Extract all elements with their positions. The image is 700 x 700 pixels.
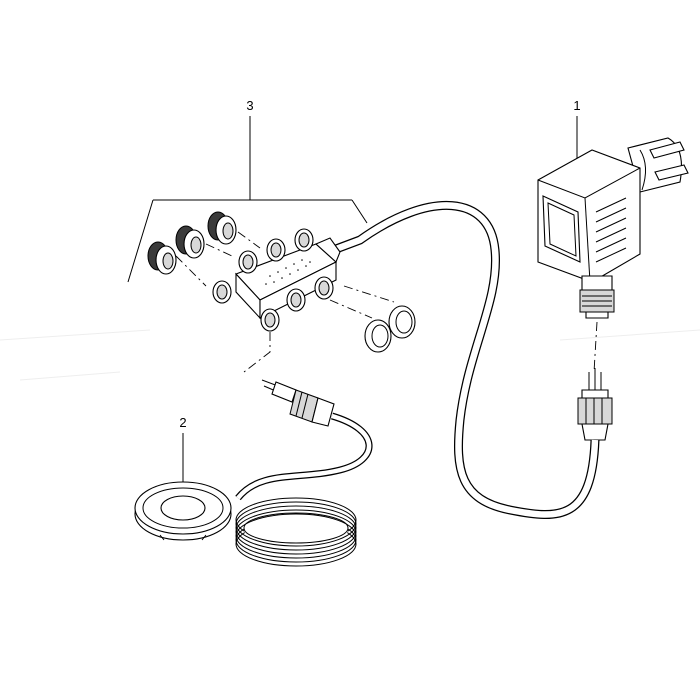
power-supply-unit [537,137,689,319]
sensor-cable [235,412,373,501]
bracket-3 [127,116,368,283]
cap-axes [175,231,395,373]
coiled-cable [235,497,357,567]
callout-2: 2 [179,415,186,430]
connection-axis-psu [593,321,598,373]
psu-cable-plug [577,368,613,441]
distributor-hub [212,228,341,332]
screw-caps-left [147,211,237,275]
light-disc [134,481,232,541]
callout-3: 3 [246,98,253,113]
screw-caps-right [364,305,416,353]
sensor-cable-plug [261,379,335,427]
main-cable [326,200,600,519]
background-streaks [0,329,700,381]
callout-1: 1 [573,98,580,113]
